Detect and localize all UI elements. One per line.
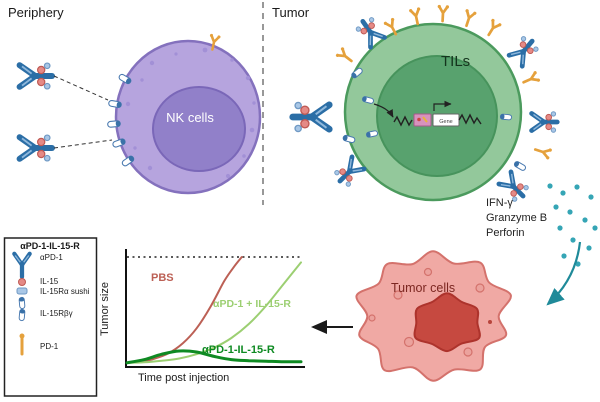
construct-legend: [3, 237, 98, 397]
pd1-receptor-icon: [459, 7, 479, 29]
pd1-receptor-icon: [407, 5, 425, 27]
legend-label-apd1: αPD-1: [40, 253, 63, 262]
chart-series-curves: [125, 256, 303, 365]
tumor-dot: [488, 320, 492, 324]
il15-receptor-icon: [106, 120, 122, 128]
binding-dashed-line: [53, 139, 113, 149]
curve-apd1-plus-il15r: [126, 261, 302, 364]
cytokine-perforin-label: Perforin: [486, 227, 525, 239]
promoter-box: [413, 113, 432, 127]
nk-granules: [125, 47, 256, 179]
legend-label-il15ra-sushi: IL-15Rα sushi: [40, 287, 90, 296]
cytokine-granzyme-b-label: Granzyme B: [486, 212, 548, 224]
curve-apd1-il15r: [125, 349, 303, 365]
gene-label: Gene: [439, 119, 452, 125]
transcription-factor-mark: [422, 116, 428, 123]
chart-axes: [125, 249, 305, 368]
tumor-growth-chart: [125, 249, 305, 368]
tils-cell: Gene: [293, 3, 558, 204]
nk-cell: [106, 32, 262, 195]
nk-cells-label: NK cells: [166, 110, 214, 125]
tumor-cells-label: Tumor cells: [391, 281, 456, 295]
pd1-receptor-icon: [519, 69, 542, 89]
il15-red-dot-icon: [18, 278, 26, 286]
transcription-arrow: [433, 100, 452, 111]
apd1-il15r-construct-icon: [293, 102, 329, 131]
cytokine-ifn-gamma-label: IFN-γ: [486, 197, 513, 209]
dna-strand: [393, 115, 413, 127]
apd1-il15r-construct-icon: [20, 63, 52, 89]
legend-label-il15: IL-15: [40, 277, 59, 286]
pd1-receptor-icon: [333, 45, 357, 67]
legend-label-pd1: PD-1: [40, 342, 59, 351]
receptor-pill-icon: [18, 308, 26, 322]
apd1-il15r-construct-icon: [508, 34, 540, 67]
sushi-domain-icon: [16, 287, 28, 295]
nk-cell-nucleus: [152, 86, 246, 172]
series-label-apd1-plus-il15r: αPD-1 + IL-15-R: [213, 298, 291, 310]
tumor-cell: [355, 250, 512, 382]
curve-pbs: [126, 256, 243, 364]
pd1-receptor-icon: [482, 16, 504, 40]
dna-promoter-gene: Gene: [373, 100, 482, 127]
tumor-vesicles: [368, 267, 485, 357]
secreted-factors-list: IFN-γ Granzyme B Perforin: [486, 196, 547, 241]
cytokine-dots: [547, 183, 598, 267]
tumor-cell-nucleus: [413, 292, 481, 353]
transcription-factor-dot: [417, 117, 421, 122]
legend-title: αPD-1-IL-15-R: [20, 241, 80, 251]
series-label-apd1-il15r: αPD-1-IL-15-R: [202, 344, 275, 356]
pd1-orange-icon: [19, 333, 25, 356]
periphery-section-label: Periphery: [8, 5, 64, 20]
chart-x-axis-label: Time post injection: [138, 372, 230, 384]
dna-strand: [458, 113, 482, 125]
pd1-receptor-icon: [435, 3, 451, 23]
apd1-il15r-construct-icon: [20, 135, 52, 161]
il15-receptor-icon: [512, 160, 528, 172]
signaling-molecule-icon: [499, 113, 513, 121]
chart-y-axis-label: Tumor size: [99, 282, 111, 336]
receptor-pill-icon: [18, 296, 26, 310]
pd1-receptor-icon: [532, 142, 554, 162]
apd1-il15r-construct-icon: [532, 112, 558, 133]
tils-label: TILs: [441, 53, 471, 70]
signaling-arrow: [373, 103, 394, 118]
series-label-pbs: PBS: [151, 272, 174, 284]
cytokine-killing-arrow: [546, 241, 582, 306]
binding-dashed-line: [53, 75, 109, 101]
legend-label-il15rbg: IL-15Rβγ: [40, 309, 73, 318]
tumor-section-label: Tumor: [272, 5, 310, 20]
